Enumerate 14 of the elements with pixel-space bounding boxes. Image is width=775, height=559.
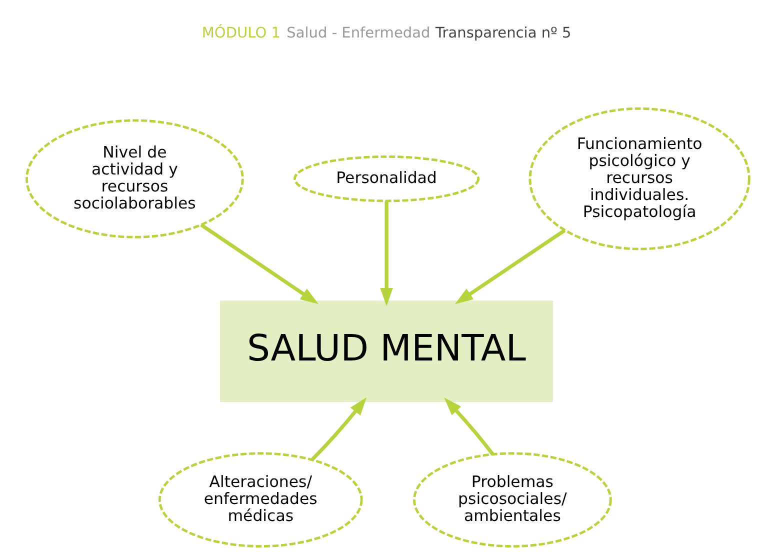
- arrow: [454, 228, 566, 304]
- label: MÓDULO 1: [201, 25, 280, 42]
- node-ellipse: Alteraciones/ enfermedades médicas: [158, 452, 362, 548]
- label: Transparencia nº 5: [435, 25, 571, 42]
- label: Salud - Enfermedad: [286, 25, 430, 42]
- arrow: [380, 201, 392, 306]
- node-ellipse: Funcionamiento psicológico y recursos individuales. Psicopatología: [528, 107, 750, 250]
- node-box: SALUD MENTAL: [220, 300, 552, 402]
- arrow: [310, 397, 366, 461]
- arrow: [444, 398, 494, 456]
- node-ellipse: Nivel de actividad y recursos sociolaborables: [25, 119, 244, 238]
- node-ellipse: Problemas psicosociales/ ambientales: [412, 452, 612, 548]
- node-ellipse: Personalidad: [293, 155, 480, 202]
- arrow: [200, 223, 318, 304]
